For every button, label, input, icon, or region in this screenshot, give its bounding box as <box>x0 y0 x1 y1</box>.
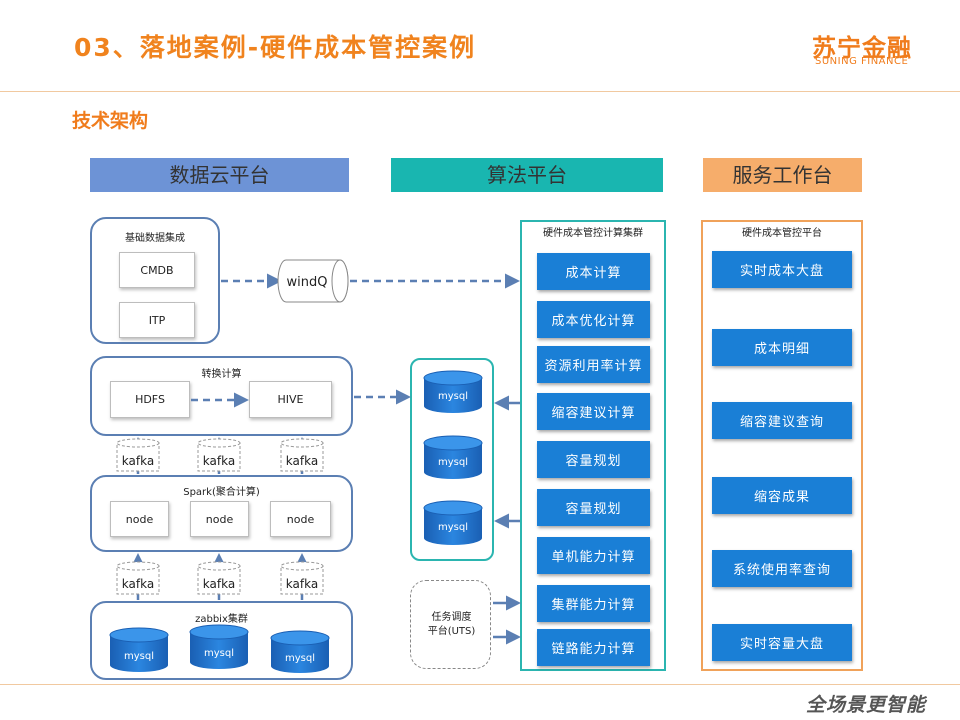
itp-box: ITP <box>119 302 195 338</box>
compute-cluster-title: 硬件成本管控计算集群 <box>543 228 643 239</box>
mysql-label: mysql <box>438 522 468 533</box>
cmdb-box: CMDB <box>119 252 195 288</box>
compute-item-cost: 成本计算 <box>537 253 650 290</box>
kafka-label: kafka <box>286 454 318 468</box>
mysql-cluster-panel <box>410 358 494 561</box>
database-icon: mysql <box>423 500 483 545</box>
windq-label: windQ <box>287 275 328 290</box>
kafka-icon: kafka <box>116 438 160 472</box>
suning-finance-logo-en: SUNING FINANCE <box>815 56 909 67</box>
mysql-label: mysql <box>124 651 154 662</box>
suning-finance-logo: 苏宁金融 <box>812 34 912 62</box>
mysql-label: mysql <box>285 653 315 664</box>
database-icon: mysql <box>423 370 483 413</box>
kafka-label: kafka <box>203 577 235 591</box>
scheduler-label: 任务调度 平台(UTS) <box>427 612 476 637</box>
mysql-databases: mysql mysql mysql mysql mysql mysql <box>109 370 483 673</box>
spark-node-box: node <box>270 501 331 537</box>
database-icon: mysql <box>270 630 330 673</box>
service-platform-panel: 硬件成本管控平台 <box>701 220 863 671</box>
service-header: 服务工作台 <box>703 158 862 192</box>
scheduler-panel: 任务调度 平台(UTS) <box>410 580 491 669</box>
kafka-queues: kafka kafka kafka kafka kafka kafka <box>116 438 324 595</box>
kafka-label: kafka <box>122 454 154 468</box>
database-icon: mysql <box>189 624 249 669</box>
kafka-icon: kafka <box>197 438 241 472</box>
kafka-icon: kafka <box>116 561 160 595</box>
compute-item-capacity-planning-2: 容量规划 <box>537 489 650 526</box>
footer-slogan: 全场景更智能 <box>806 694 927 716</box>
compute-item-single-capacity: 单机能力计算 <box>537 537 650 574</box>
compute-item-capacity-planning: 容量规划 <box>537 441 650 478</box>
mysql-label: mysql <box>438 457 468 468</box>
conversion-title: 转换计算 <box>201 369 242 380</box>
kafka-icon: kafka <box>280 438 324 472</box>
section-title: 技术架构 <box>72 110 149 132</box>
service-item-realtime-capacity[interactable]: 实时容量大盘 <box>712 624 852 661</box>
compute-cluster-panel: 硬件成本管控计算集群 <box>520 220 666 671</box>
service-item-downsize-query[interactable]: 缩容建议查询 <box>712 402 852 439</box>
kafka-label: kafka <box>286 577 318 591</box>
service-platform-title: 硬件成本管控平台 <box>742 228 822 239</box>
kafka-icon: kafka <box>197 561 241 595</box>
kafka-label: kafka <box>122 577 154 591</box>
data-cloud-header: 数据云平台 <box>90 158 349 192</box>
windq-queue: windQ <box>277 259 349 303</box>
compute-item-cost-optimization: 成本优化计算 <box>537 301 650 338</box>
base-integration-title: 基础数据集成 <box>125 233 185 244</box>
service-item-cost-detail[interactable]: 成本明细 <box>712 329 852 366</box>
compute-item-cluster-capacity: 集群能力计算 <box>537 585 650 622</box>
compute-item-downsize-suggestion: 缩容建议计算 <box>537 393 650 430</box>
mysql-label: mysql <box>438 391 468 402</box>
spark-node-box: node <box>190 501 249 537</box>
compute-item-resource-utilization: 资源利用率计算 <box>537 346 650 383</box>
database-icon: mysql <box>109 627 169 672</box>
algorithm-header: 算法平台 <box>391 158 663 192</box>
service-item-usage-query[interactable]: 系统使用率查询 <box>712 550 852 587</box>
database-icon: mysql <box>423 435 483 479</box>
mysql-label: mysql <box>204 648 234 659</box>
bottom-divider <box>0 684 960 685</box>
service-item-downsize-result[interactable]: 缩容成果 <box>712 477 852 514</box>
zabbix-title: zabbix集群 <box>195 614 248 625</box>
service-item-realtime-cost[interactable]: 实时成本大盘 <box>712 251 852 288</box>
hdfs-box: HDFS <box>110 381 190 418</box>
top-divider <box>0 91 960 92</box>
spark-node-box: node <box>110 501 169 537</box>
kafka-label: kafka <box>203 454 235 468</box>
kafka-icon: kafka <box>280 561 324 595</box>
slide-title: 03、落地案例-硬件成本管控案例 <box>74 33 477 62</box>
compute-item-link-capacity: 链路能力计算 <box>537 629 650 666</box>
hive-box: HIVE <box>249 381 332 418</box>
spark-title: Spark(聚合计算) <box>183 487 260 498</box>
